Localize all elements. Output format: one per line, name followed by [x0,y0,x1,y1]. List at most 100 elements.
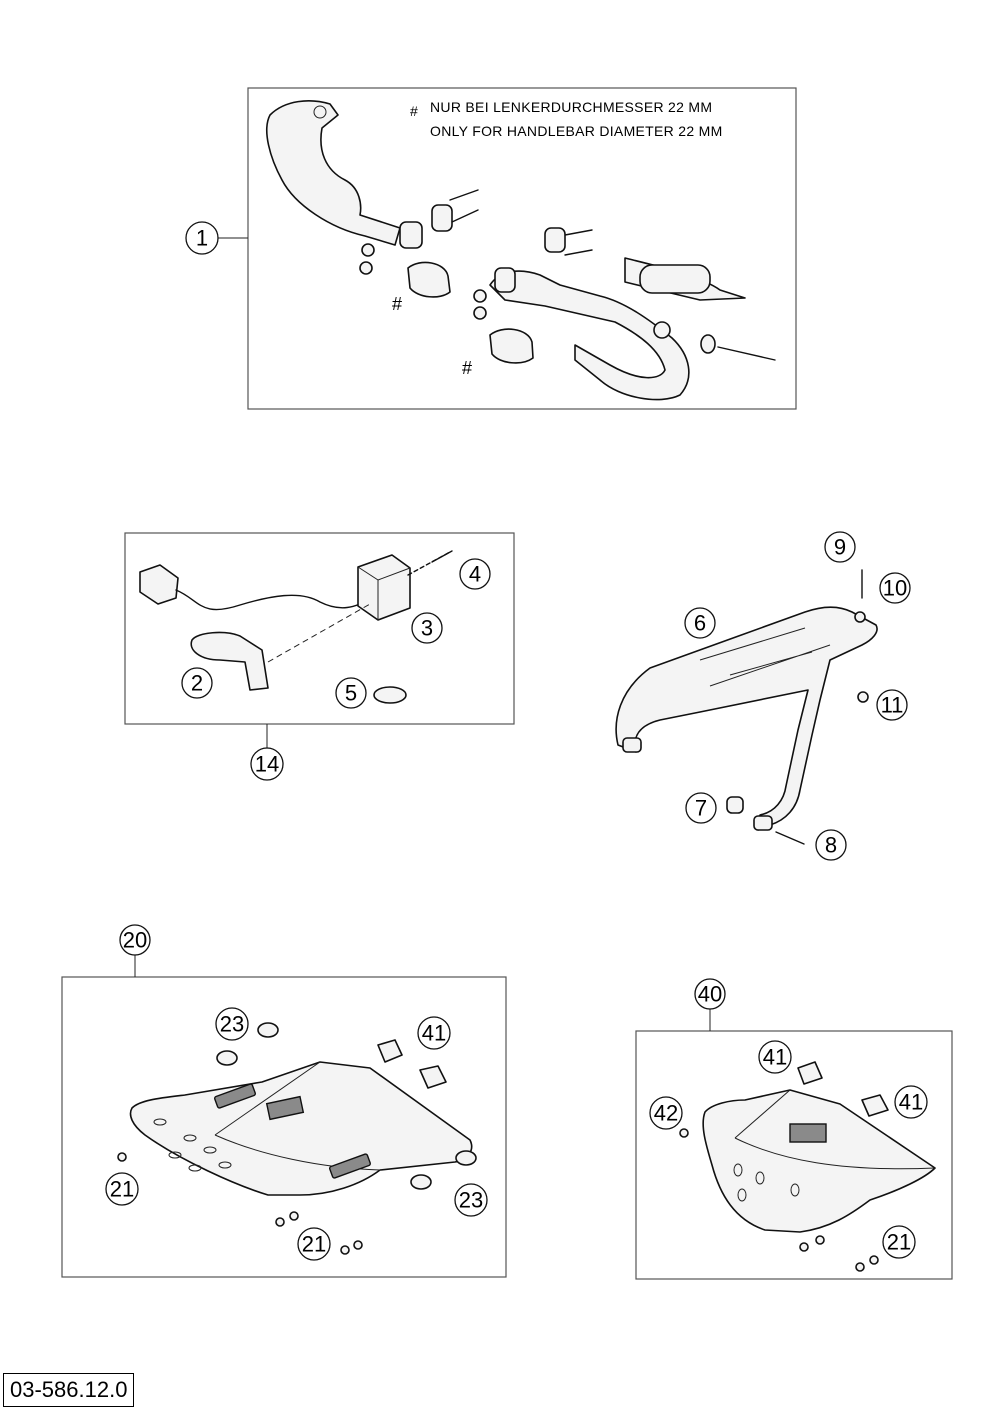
svg-text:20: 20 [123,928,147,953]
svg-text:7: 7 [695,796,707,821]
left-bolt-upper [449,189,479,201]
skid-plate-40-frame [635,1030,953,1280]
skid-plate-20-logo-front [329,1153,371,1179]
rear-rack-frame [615,606,878,831]
rack-mount-front [622,737,642,753]
svg-text:21: 21 [110,1177,134,1202]
nut-11 [857,691,869,703]
drawing-reference-number: 03-586.12.0 [3,1373,135,1407]
svg-text:11: 11 [881,693,904,718]
callout-2: 2 [181,667,213,699]
grip-end [639,264,711,294]
svg-text:1: 1 [196,226,208,251]
rack-crossbars [699,627,831,687]
left-bolt-lower [451,209,479,223]
skid-plate-40-holes [733,1163,800,1202]
skid-plate-40 [702,1089,936,1233]
sensor-bracket [190,631,269,691]
rear-rack-group: 6 7 8 9 10 11 [615,531,911,861]
callout-21-box40: 21 [882,1225,916,1259]
skid-plate-20-cutout [265,1095,305,1121]
svg-text:21: 21 [302,1232,326,1257]
callout-14: 14 [250,747,284,781]
buffer-23-a [216,1050,238,1066]
note-line-en: ONLY FOR HANDLEBAR DIAMETER 22 MM [430,123,723,139]
sensor-cable [175,589,373,611]
svg-text:42: 42 [654,1101,678,1126]
skid-plate-40-group: 40 41 41 42 21 [635,978,953,1280]
screw-21-c [289,1211,299,1221]
bar-end-sleeve [653,321,671,339]
handguard-group: # NUR BEI LENKERDURCHMESSER 22 MM ONLY F… [185,87,797,410]
callout-23-top: 23 [215,1007,249,1041]
sensor-housing [357,554,411,621]
svg-text:3: 3 [421,616,433,641]
callout-9: 9 [824,531,856,563]
screw-4 [431,550,453,563]
svg-text:21: 21 [887,1230,911,1255]
note-line-de: NUR BEI LENKERDURCHMESSER 22 MM [430,99,712,115]
left-nut-2 [359,261,373,275]
screw-21-h [855,1262,865,1272]
screw-42 [679,1128,689,1138]
right-spacer-clamp [489,328,534,364]
screw-21-e [353,1240,363,1250]
callout-23-right: 23 [454,1183,488,1217]
callout-21-bottom: 21 [297,1227,331,1261]
svg-text:5: 5 [345,681,357,706]
buffer-23-c [410,1174,432,1190]
magnet [373,686,407,704]
callout-1: 1 [185,221,219,255]
screw-21-d [340,1245,350,1255]
note-hash-marker: # [410,103,418,119]
left-nut-1 [361,243,375,257]
bar-end-bolt [717,346,776,361]
right-bolt-lower [564,249,593,256]
callout-40: 40 [694,978,726,1010]
skid-plate-20-frame [61,976,507,1278]
screw-21-f [799,1242,809,1252]
svg-text:4: 4 [469,562,481,587]
sensor-connector [139,564,179,605]
spacer-7 [726,796,744,814]
callout-42: 42 [649,1096,683,1130]
svg-text:8: 8 [825,833,837,858]
callout-6: 6 [684,607,716,639]
callout-8: 8 [815,829,847,861]
right-clamp-upper [544,227,566,253]
right-nut-2 [473,306,487,320]
mount-41-d [861,1094,889,1117]
right-handguard [489,270,690,401]
hash-marker-left: # [392,294,402,314]
skid-plate-20-logo-side [214,1083,256,1109]
mount-41-c [797,1061,823,1085]
left-spacer-clamp [407,261,451,298]
svg-text:10: 10 [883,576,907,601]
callout-41-box20: 41 [417,1016,451,1050]
skid-plate-20-group: 20 21 21 23 23 41 [61,924,507,1278]
svg-text:41: 41 [422,1021,446,1046]
sensor-kit-group: 14 2 3 4 5 [124,532,515,781]
svg-text:6: 6 [694,611,706,636]
svg-text:41: 41 [763,1045,787,1070]
bar-end-washer [700,334,716,354]
skid-plate-20 [129,1061,473,1196]
screw-21-g [815,1235,825,1245]
right-clamp [494,267,516,293]
left-handguard-hole [313,105,327,119]
svg-text:40: 40 [698,982,722,1007]
svg-text:9: 9 [834,535,846,560]
screw-4-axis [407,551,451,576]
callout-11: 11 [876,689,908,721]
sensor-kit-frame [124,532,515,725]
left-clamp-upper [431,204,453,232]
right-bolt-upper [564,229,593,236]
bolt-8 [775,831,805,845]
callout-3: 3 [411,612,443,644]
callout-4: 4 [459,558,491,590]
svg-text:23: 23 [220,1012,244,1037]
callout-20: 20 [119,924,151,956]
callout-7: 7 [685,792,717,824]
rack-mount-rear [753,815,773,831]
